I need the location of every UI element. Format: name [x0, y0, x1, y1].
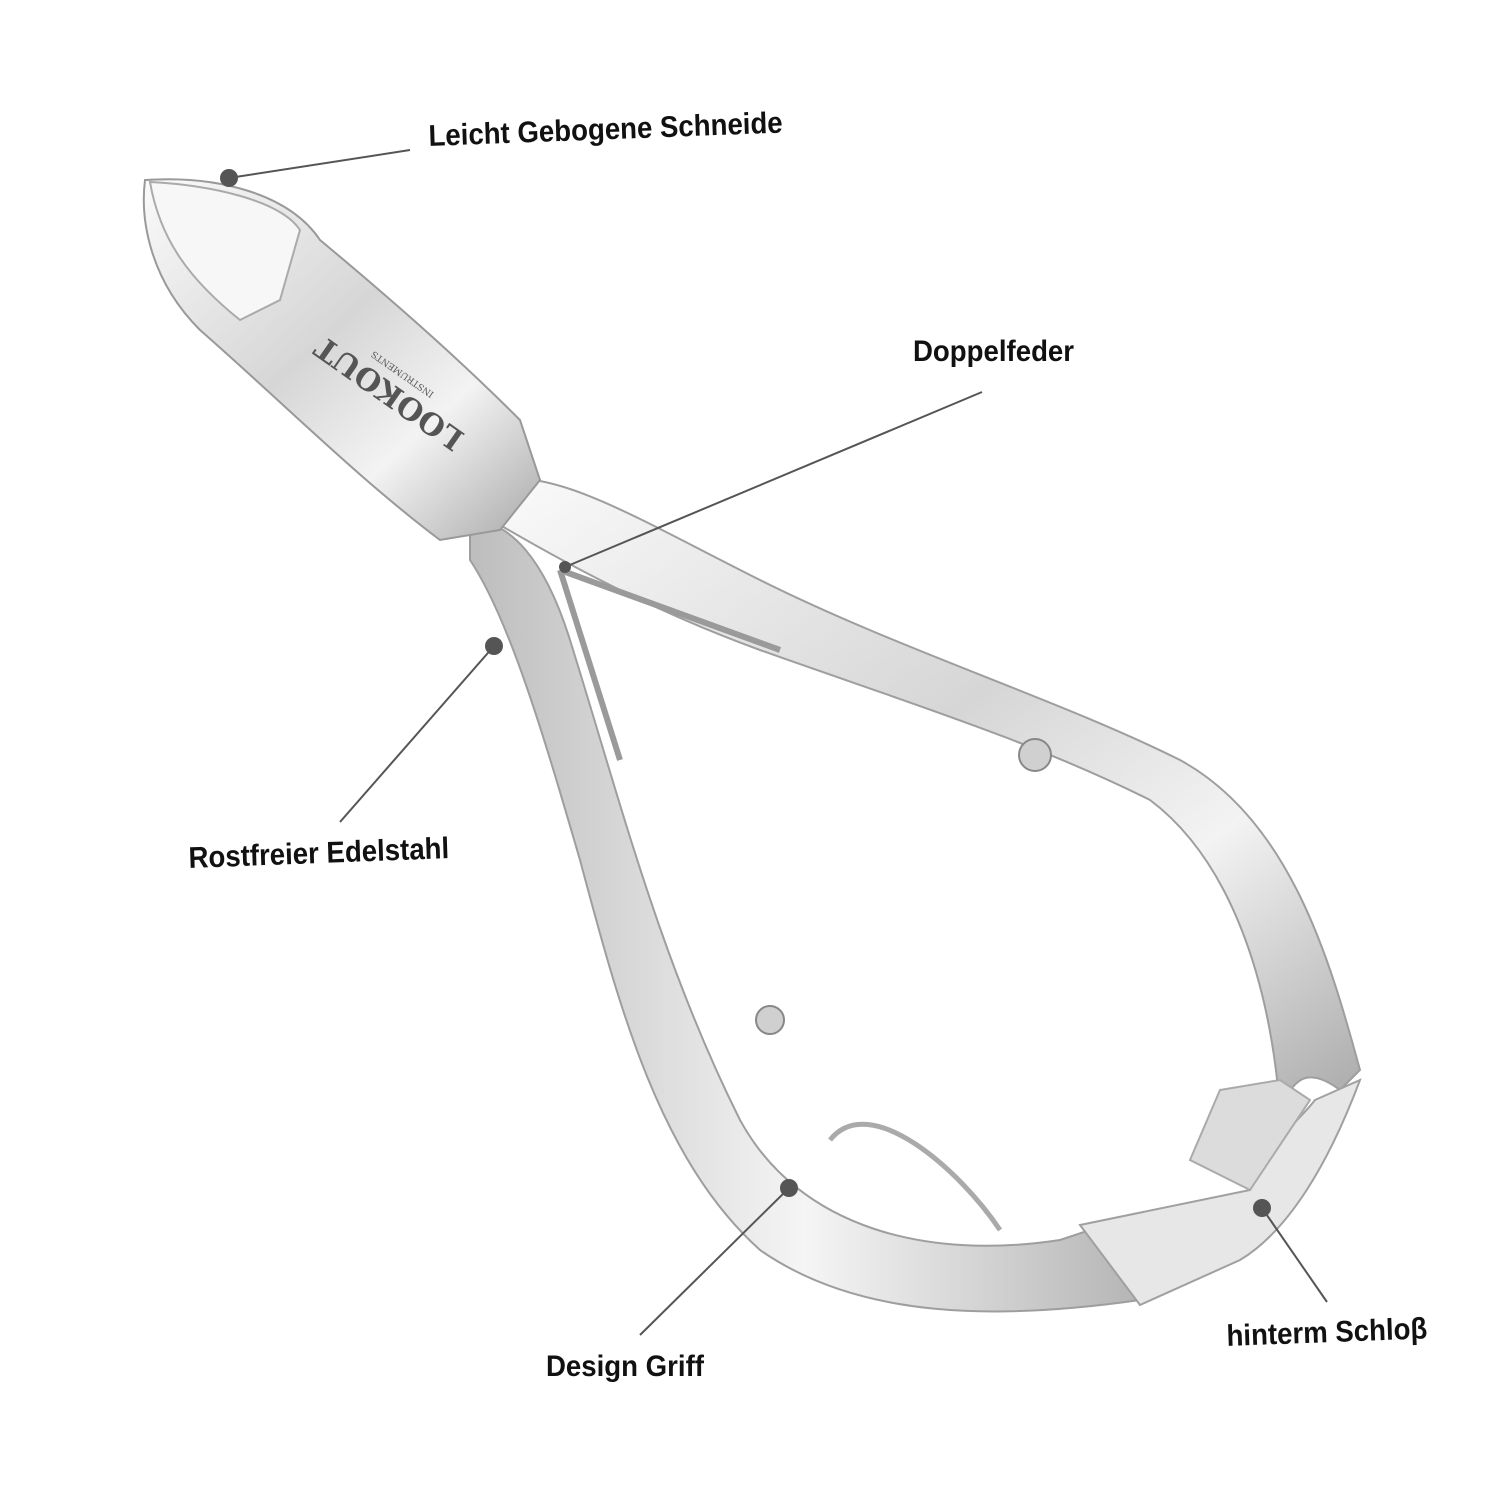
callout-dot-grip — [780, 1179, 798, 1197]
callout-label-spring: Doppelfeder — [913, 335, 1075, 368]
callout-dot-blade — [220, 169, 238, 187]
callout-dot-lock — [1253, 1199, 1271, 1217]
callout-dot-spring — [559, 561, 571, 573]
blade — [148, 180, 302, 322]
callout-line-spring — [564, 391, 983, 568]
lower-handle — [469, 518, 1142, 1313]
callout-line-grip — [639, 1187, 790, 1336]
callout-line-lock — [1261, 1207, 1328, 1303]
callout-line-blade — [228, 149, 411, 179]
callout-label-grip: Design Griff — [546, 1350, 704, 1383]
double-spring — [557, 567, 782, 761]
upper-handle — [499, 477, 1362, 1114]
callout-line-steel — [339, 645, 495, 823]
callout-dot-steel — [485, 637, 503, 655]
